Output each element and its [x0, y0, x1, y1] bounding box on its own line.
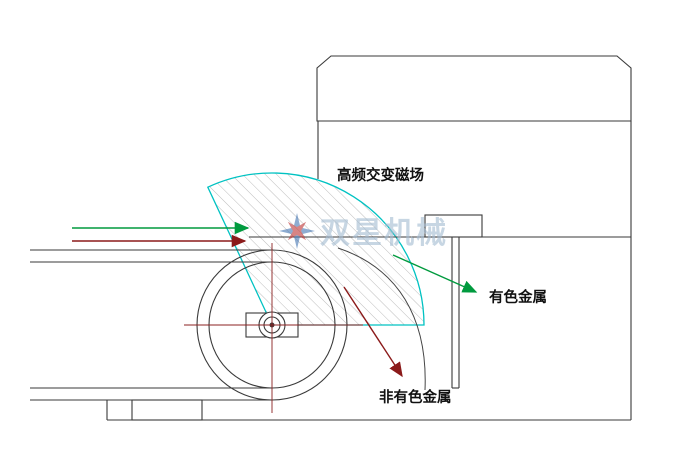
magnetic-field-sector	[206, 172, 425, 326]
label-non-nonferrous-metal: 非有色金属	[379, 388, 452, 406]
watermark-star-red-icon	[287, 221, 307, 241]
conveyor-belt	[30, 249, 272, 421]
nonferrous-output-arrow	[392, 254, 478, 293]
non-nonferrous-output-arrow	[343, 286, 403, 378]
frame-foot	[131, 399, 203, 421]
watermark: 双星机械	[279, 213, 448, 250]
machine-top-box	[316, 55, 632, 122]
label-magnetic-field: 高频交变磁场	[337, 166, 424, 184]
flow-arrows	[72, 221, 478, 378]
centerlines	[184, 243, 363, 413]
trajectory-curve	[337, 247, 426, 391]
splitter-mount	[424, 214, 483, 238]
watermark-text: 双星机械	[320, 217, 448, 250]
label-nonferrous-metal: 有色金属	[489, 288, 547, 306]
labels: 高频交变磁场 有色金属 非有色金属	[337, 166, 547, 406]
splitter	[424, 214, 483, 389]
